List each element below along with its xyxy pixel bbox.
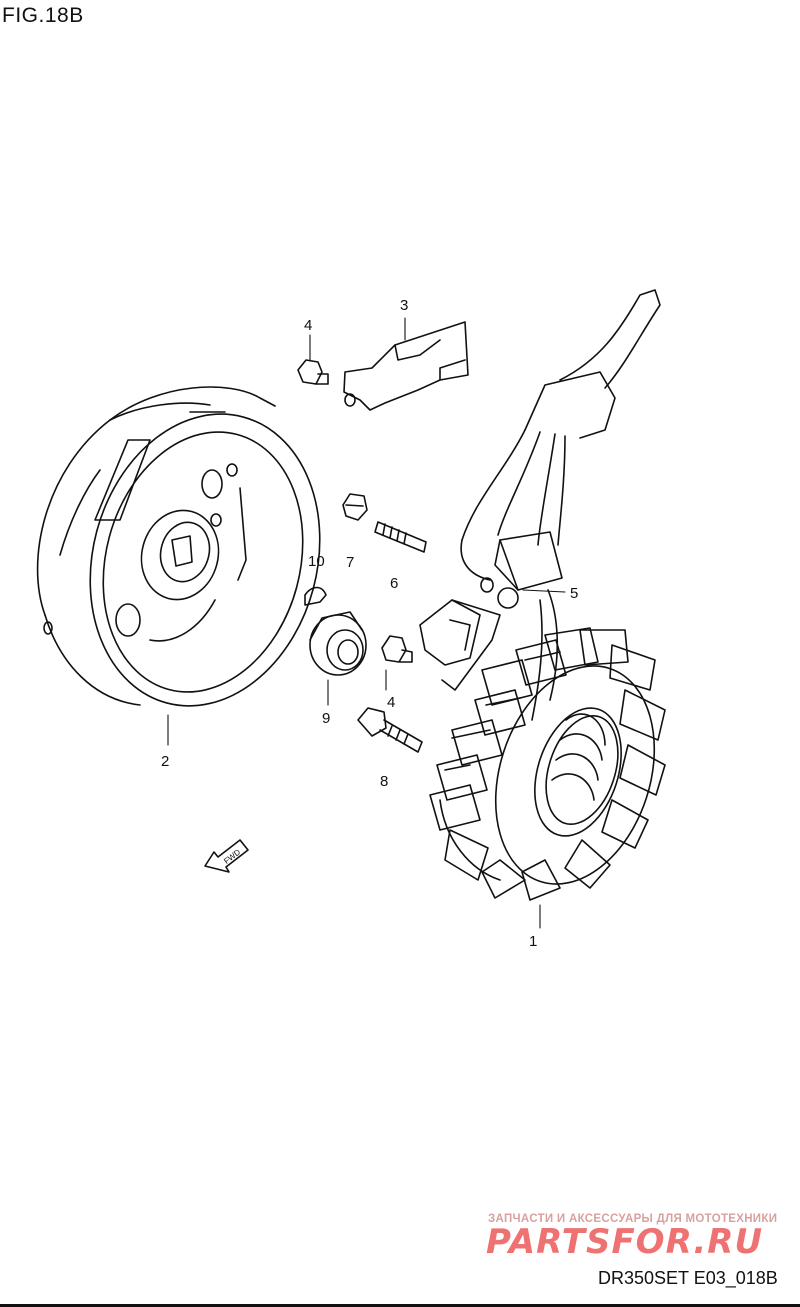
- woodruff-key-part: [304, 586, 327, 606]
- drawing-code: DR350SET E03_018B: [598, 1268, 778, 1288]
- callout-1: 1: [529, 933, 537, 950]
- callout-8: 8: [380, 773, 388, 790]
- watermark-brand-logo: PARTSFOR.RU: [486, 1222, 764, 1262]
- callout-3: 3: [400, 297, 408, 314]
- watermark-tagline: ЗАПЧАСТИ И АКСЕССУАРЫ ДЛЯ МОТОТЕХНИКИ: [488, 1213, 778, 1225]
- figure-title: FIG.18B: [2, 4, 84, 27]
- wire-clamp-bracket-part: [343, 321, 469, 411]
- hex-bolt-part: [357, 707, 423, 753]
- stator-coil-assembly-part: [419, 289, 666, 901]
- callout-2: 2: [161, 753, 169, 770]
- frame-border-bottom: [0, 1304, 800, 1307]
- hex-nut-part-lower: [381, 635, 413, 663]
- rotor-flywheel-part: [36, 386, 321, 707]
- callout-9: 9: [322, 710, 330, 727]
- callout-10: 10: [308, 553, 325, 570]
- callout-7: 7: [346, 554, 354, 571]
- callout-5: 5: [570, 585, 578, 602]
- collar-nut-part: [309, 611, 367, 676]
- hex-nut-part-upper: [297, 359, 329, 385]
- callout-leader-lines: [167, 317, 566, 929]
- callout-6: 6: [390, 575, 398, 592]
- fwd-direction-arrow: [204, 839, 249, 873]
- nut-part-7: [342, 493, 368, 521]
- callout-4-lower: 4: [387, 694, 395, 711]
- callout-4-upper: 4: [304, 317, 312, 334]
- stud-bolt-part: [374, 521, 427, 553]
